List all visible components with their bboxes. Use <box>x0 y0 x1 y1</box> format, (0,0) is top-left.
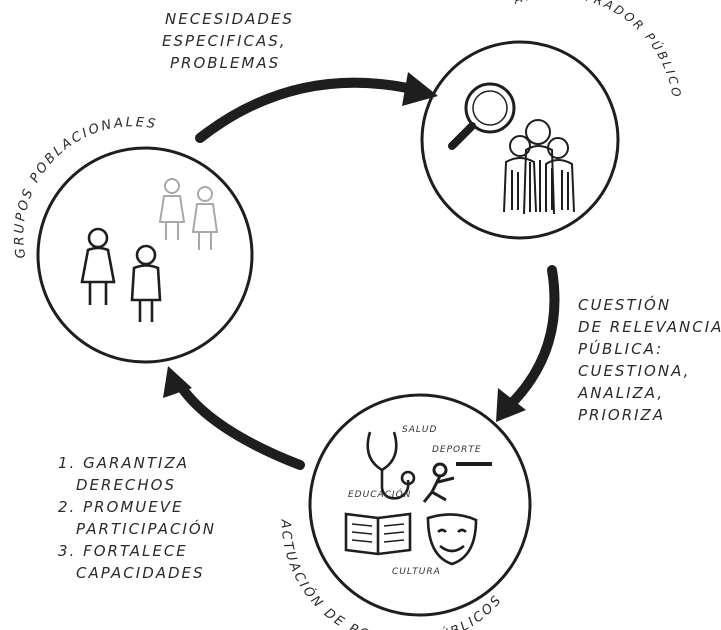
people-icon <box>80 227 162 322</box>
svg-text:2. PROMUEVE: 2. PROMUEVE <box>58 498 184 516</box>
groups-circle-label: GRUPOS POBLACIONALES <box>12 115 158 259</box>
powers-circle <box>308 393 532 617</box>
top-note: NECESIDADES ESPECIFICAS, PROBLEMAS <box>162 10 294 72</box>
arrow-admin-to-powers-head <box>496 388 526 422</box>
crowd-icon <box>503 119 575 215</box>
svg-text:CAPACIDADES: CAPACIDADES <box>76 564 205 582</box>
magnifier-icon <box>448 82 516 150</box>
svg-text:PROBLEMAS: PROBLEMAS <box>170 54 280 72</box>
arrow-groups-to-admin <box>195 77 430 143</box>
svg-text:ESPECIFICAS,: ESPECIFICAS, <box>162 32 287 50</box>
svg-text:CUESTIONA,: CUESTIONA, <box>578 362 690 380</box>
right-note: CUESTIÓN DE RELEVANCIA PÚBLICA: CUESTION… <box>577 295 721 424</box>
arrow-groups-to-admin-head <box>402 72 438 106</box>
svg-text:3. FORTALECE: 3. FORTALECE <box>58 542 188 560</box>
sector-sport-label: DEPORTE <box>432 445 482 455</box>
stethoscope-icon <box>366 431 416 500</box>
arrow-admin-to-powers <box>505 265 560 410</box>
svg-text:ANALIZA,: ANALIZA, <box>577 384 664 402</box>
groups-circle <box>36 146 254 364</box>
runner-icon <box>422 462 492 503</box>
sector-health-label: SALUD <box>402 425 437 435</box>
svg-text:NECESIDADES: NECESIDADES <box>165 10 294 28</box>
arrow-powers-to-groups <box>175 380 305 470</box>
svg-text:CUESTIÓN: CUESTIÓN <box>578 295 671 314</box>
svg-text:PARTICIPACIÓN: PARTICIPACIÓN <box>76 519 216 538</box>
people-faint-icon <box>158 178 219 250</box>
admin-circle-label: ADMINISTRADOR PÚBLICO <box>511 0 684 100</box>
svg-text:PRIORIZA: PRIORIZA <box>578 406 665 424</box>
svg-text:DE RELEVANCIA: DE RELEVANCIA <box>578 318 721 336</box>
book-icon <box>344 512 412 556</box>
svg-text:1. GARANTIZA: 1. GARANTIZA <box>58 454 189 472</box>
svg-text:PÚBLICA:: PÚBLICA: <box>578 339 663 358</box>
arrow-powers-to-groups-head <box>163 366 192 398</box>
sector-culture-label: CULTURA <box>392 567 441 577</box>
sector-education-label: EDUCACIÓN <box>348 488 411 500</box>
svg-text:DERECHOS: DERECHOS <box>76 476 176 494</box>
admin-circle <box>420 40 620 240</box>
theater-masks-icon <box>426 513 478 566</box>
left-note: 1. GARANTIZA DERECHOS 2. PROMUEVE PARTIC… <box>58 454 216 582</box>
